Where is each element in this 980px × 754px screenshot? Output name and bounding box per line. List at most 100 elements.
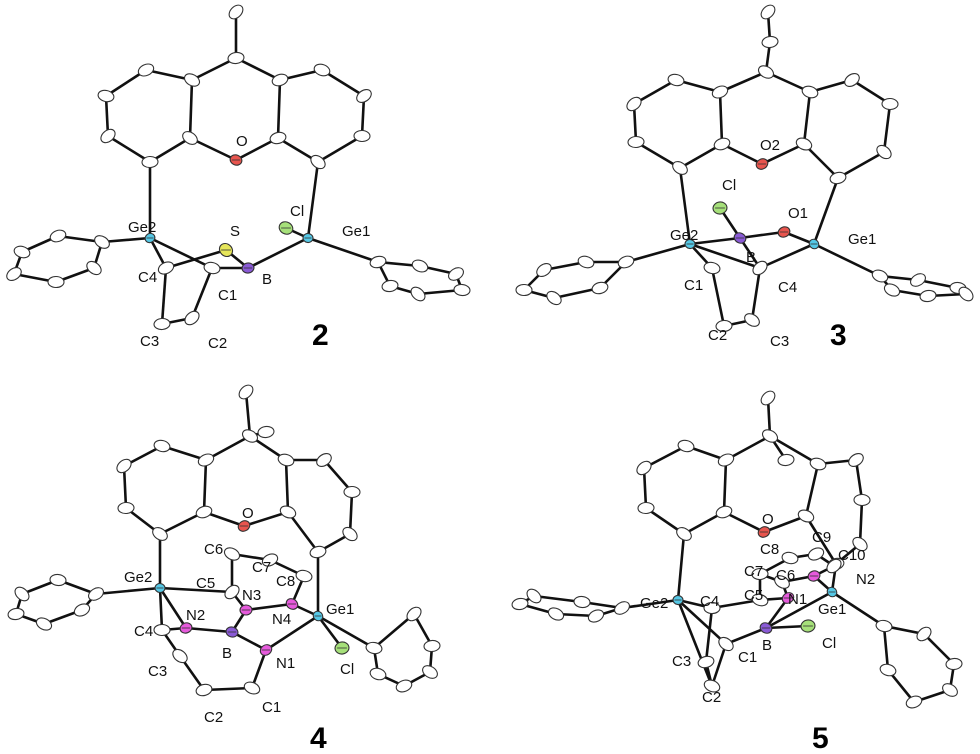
- carbon-atom-ellipsoid: [715, 505, 733, 519]
- atom-label-o: O: [242, 505, 254, 522]
- carbon-atom-ellipsoid: [703, 601, 721, 615]
- bond: [158, 586, 164, 632]
- atom-label-c9: C9: [812, 529, 831, 546]
- carbon-atom-ellipsoid: [182, 131, 198, 145]
- bond: [720, 142, 764, 166]
- compound-number-2: 2: [312, 319, 329, 352]
- atom-label-cl: Cl: [722, 177, 736, 194]
- carbon-atom-ellipsoid: [744, 313, 760, 327]
- bond: [106, 134, 152, 164]
- bond: [738, 230, 786, 240]
- bond: [758, 242, 816, 270]
- carbon-atom-ellipsoid: [626, 96, 642, 112]
- atom-label-c2: C2: [204, 709, 223, 726]
- carbon-atom-ellipsoid: [153, 439, 171, 453]
- carbon-atom-ellipsoid: [353, 129, 371, 143]
- carbon-atom-ellipsoid: [309, 545, 327, 559]
- atom-label-ge1: Ge1: [326, 601, 354, 618]
- atom-label-n1: N1: [276, 655, 295, 672]
- atom-label-c1: C1: [262, 699, 281, 716]
- bond: [148, 236, 214, 270]
- bond: [306, 160, 320, 240]
- bond: [676, 598, 728, 646]
- atom-label-o: O: [236, 133, 248, 150]
- carbon-atom-ellipsoid: [829, 171, 847, 185]
- carbon-atom-ellipsoid: [381, 279, 399, 293]
- atom-label-c4: C4: [700, 593, 719, 610]
- bond: [286, 510, 320, 554]
- carbon-atom-ellipsoid: [760, 4, 776, 20]
- atom-label-ge1: Ge1: [818, 601, 846, 618]
- carbon-atom-ellipsoid: [807, 547, 825, 561]
- bond: [882, 102, 892, 154]
- carbon-atom-ellipsoid: [777, 453, 795, 467]
- carbon-atom-ellipsoid: [316, 453, 332, 467]
- atom-label-c1: C1: [684, 277, 703, 294]
- carbon-atom-ellipsoid: [343, 485, 361, 499]
- carbon-atom-ellipsoid: [848, 453, 864, 467]
- bond: [316, 134, 364, 164]
- carbon-atom-ellipsoid: [277, 453, 295, 467]
- carbon-atom-ellipsoid: [715, 319, 733, 333]
- carbon-atom-ellipsoid: [713, 137, 731, 151]
- carbon-atom-ellipsoid: [795, 137, 813, 151]
- bond: [722, 510, 766, 534]
- atom-label-ge2: Ge2: [124, 569, 152, 586]
- bond: [710, 266, 726, 328]
- atom-label-ge2: Ge2: [670, 227, 698, 244]
- carbon-atom-ellipsoid: [423, 639, 441, 653]
- carbon-atom-ellipsoid: [760, 390, 776, 406]
- carbon-atom-ellipsoid: [342, 526, 358, 542]
- carbon-atom-ellipsoid: [916, 626, 932, 642]
- atom-label-b: B: [762, 637, 772, 654]
- carbon-atom-ellipsoid: [271, 73, 289, 87]
- atom-label-c3: C3: [148, 663, 167, 680]
- carbon-atom-ellipsoid: [453, 283, 471, 297]
- bond: [250, 648, 268, 690]
- carbon-atom-ellipsoid: [243, 681, 261, 695]
- carbon-atom-ellipsoid: [228, 4, 244, 20]
- atom-label-c2: C2: [708, 327, 727, 344]
- carbon-atom-ellipsoid: [627, 135, 645, 149]
- atom-label-ge2: Ge2: [640, 595, 668, 612]
- bond: [724, 626, 768, 646]
- carbon-atom-ellipsoid: [511, 597, 529, 611]
- carbon-atom-ellipsoid: [844, 73, 860, 87]
- carbon-atom-ellipsoid: [257, 425, 275, 439]
- carbon-atom-ellipsoid: [667, 73, 685, 87]
- carbon-atom-ellipsoid: [676, 527, 692, 541]
- carbon-atom-ellipsoid: [637, 501, 655, 515]
- carbon-atom-ellipsoid: [881, 97, 899, 111]
- carbon-atom-ellipsoid: [875, 619, 893, 633]
- carbon-atom-ellipsoid: [797, 509, 815, 523]
- carbon-atom-ellipsoid: [879, 663, 897, 677]
- bond: [804, 514, 838, 566]
- atom-layer: [6, 4, 974, 709]
- carbon-atom-ellipsoid: [587, 609, 605, 623]
- bond: [94, 586, 162, 596]
- bond-layer: [12, 10, 968, 704]
- bond: [284, 458, 290, 514]
- atom-label-n2: N2: [856, 571, 875, 588]
- carbon-atom-ellipsoid: [573, 595, 591, 609]
- carbon-atom-ellipsoid: [369, 255, 387, 269]
- atom-label-c7: C7: [744, 563, 763, 580]
- carbon-atom-ellipsoid: [197, 453, 215, 467]
- carbon-atom-ellipsoid: [614, 601, 630, 615]
- atom-label-s: S: [230, 223, 240, 240]
- atom-label-n1: N1: [788, 591, 807, 608]
- carbon-atom-ellipsoid: [279, 505, 297, 519]
- carbon-atom-ellipsoid: [100, 128, 116, 144]
- carbon-atom-ellipsoid: [871, 269, 889, 283]
- atom-label-c4: C4: [134, 623, 153, 640]
- atom-label-n4: N4: [272, 611, 291, 628]
- carbon-atom-ellipsoid: [295, 569, 313, 583]
- carbon-atom-ellipsoid: [152, 527, 168, 541]
- bond: [244, 602, 294, 612]
- bond: [246, 236, 310, 270]
- bond: [202, 458, 208, 514]
- bond: [184, 626, 234, 634]
- carbon-atom-ellipsoid: [761, 429, 779, 443]
- bond: [768, 434, 820, 466]
